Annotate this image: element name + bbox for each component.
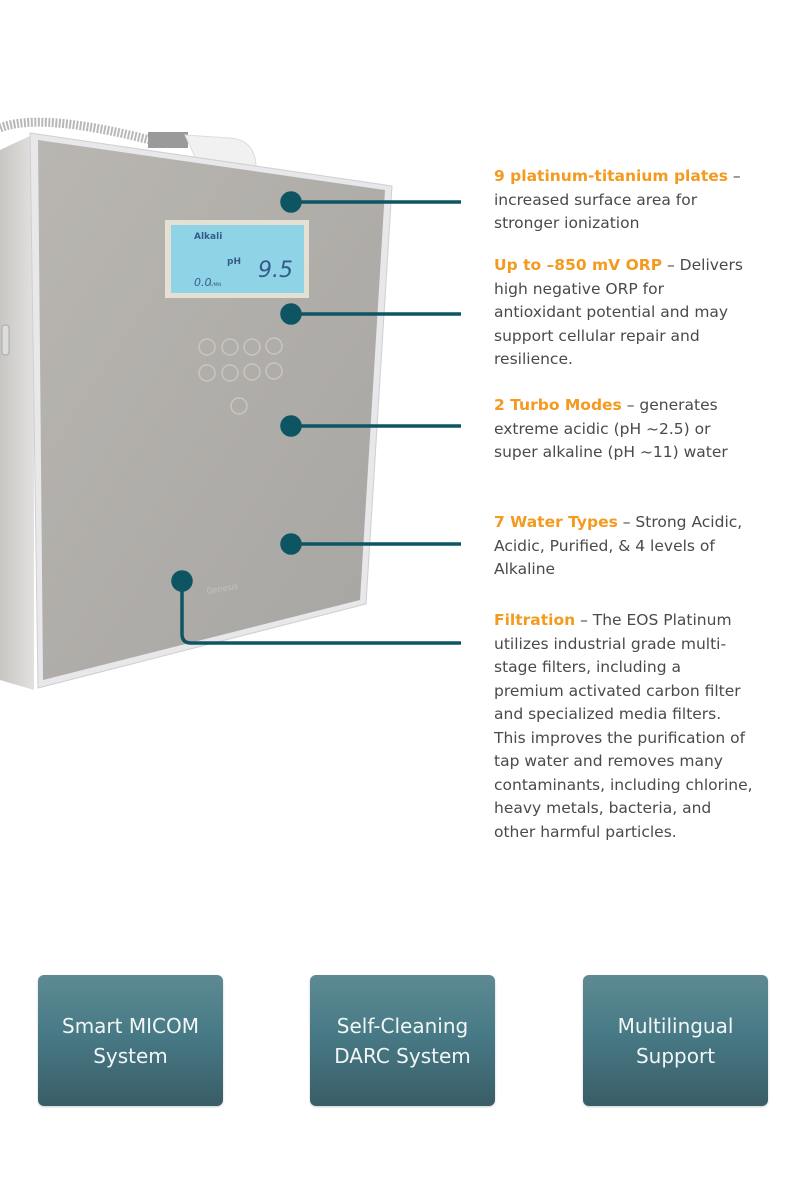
feature-orp: Up to –850 mV ORP – Delivers high negati… xyxy=(494,256,743,368)
feature-filtration: Filtration – The EOS Platinum utilizes i… xyxy=(494,611,753,841)
control-buttons xyxy=(198,337,283,415)
feature-turbo: 2 Turbo Modes – generates extreme acidic… xyxy=(494,396,728,461)
lcd-flow-unit: L/MIN xyxy=(210,282,221,287)
callout-lines xyxy=(171,191,461,645)
lcd-value: 9.5 xyxy=(258,258,293,283)
hose xyxy=(0,117,152,145)
lcd-mode: Alkali xyxy=(194,232,222,242)
highlight-micom: Smart MICOM System xyxy=(38,975,223,1106)
lcd-flow: 0.0 xyxy=(194,276,212,289)
feature-plates: 9 platinum-titanium plates – increased s… xyxy=(494,167,741,232)
water-ionizer-image: Alkali pH 9.5 0.0 L/MIN Genesis xyxy=(0,117,461,690)
lcd-label: pH xyxy=(227,257,241,267)
highlight-darc: Self-Cleaning DARC System xyxy=(310,975,495,1106)
feature-water-types: 7 Water Types – Strong Acidic, Acidic, P… xyxy=(494,513,743,578)
highlight-multilingual: Multilingual Support xyxy=(583,975,768,1106)
